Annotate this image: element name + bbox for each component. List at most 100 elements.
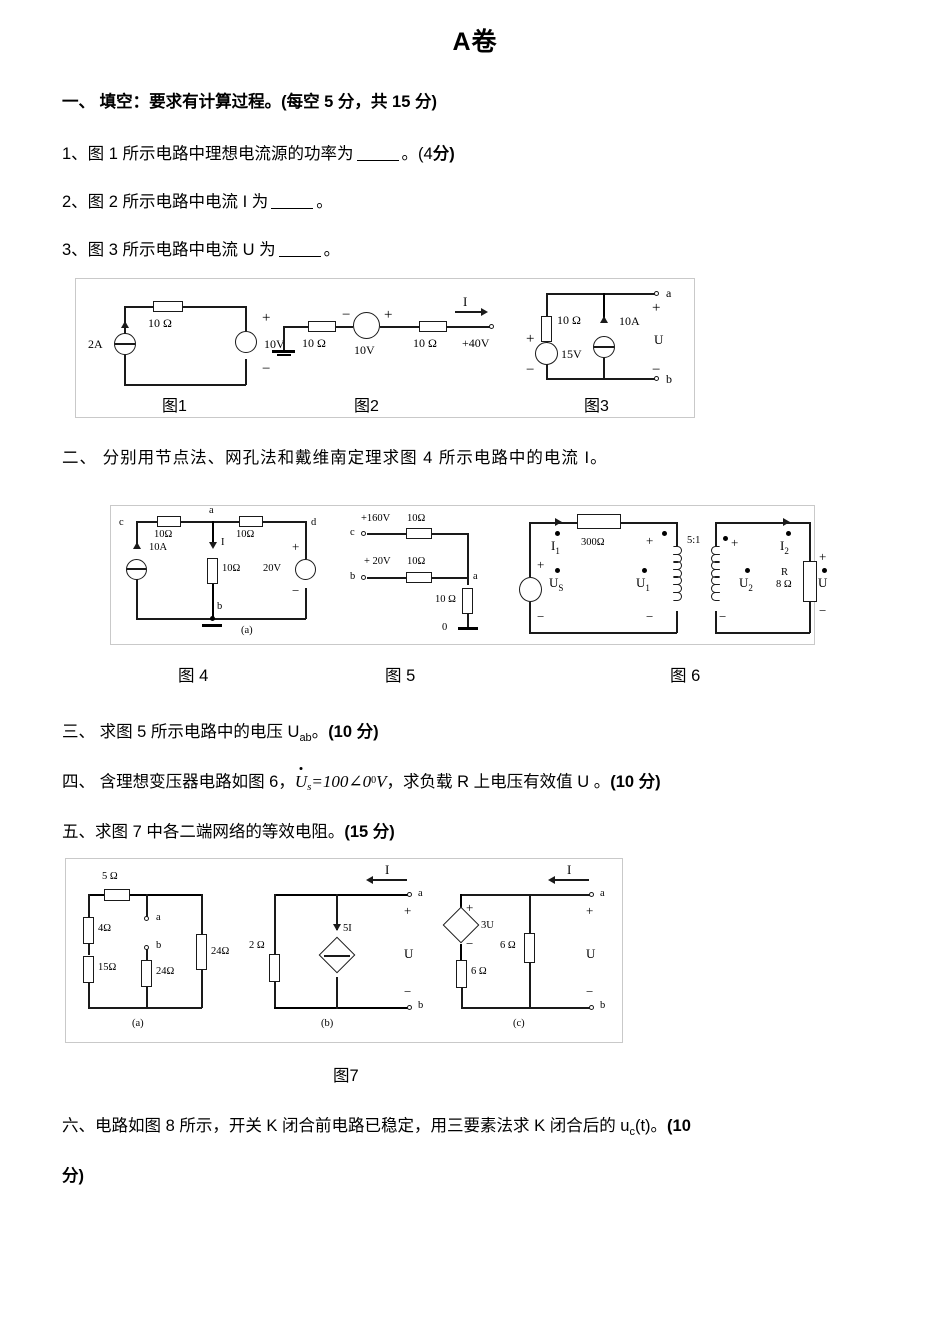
node-0-label: 0 xyxy=(442,622,448,633)
wire xyxy=(274,981,276,1009)
wire xyxy=(555,879,589,881)
subfigure-label-a: (a) xyxy=(132,1018,144,1029)
resistor-24ohm-right xyxy=(196,934,207,970)
section-five-points: (15 分) xyxy=(344,823,395,841)
terminal-a-label: a xyxy=(600,888,605,899)
resistor-label: 2 Ω xyxy=(249,940,265,951)
ground-icon xyxy=(272,350,295,353)
wire xyxy=(88,894,202,896)
section-six-points-a: (10 xyxy=(667,1117,691,1135)
wire xyxy=(461,1007,591,1009)
resistor-10ohm xyxy=(308,321,336,332)
terminal-node xyxy=(489,324,494,329)
resistor-4ohm xyxy=(83,917,94,944)
voltage-label-160v: +160V xyxy=(361,513,391,524)
voltage-source-20v xyxy=(295,559,316,580)
resistor-5ohm xyxy=(104,889,130,901)
source-bar xyxy=(324,955,350,957)
wire xyxy=(146,987,148,1008)
wire xyxy=(245,359,247,385)
polarity-minus: − xyxy=(466,936,474,951)
wire xyxy=(603,358,605,379)
resistor-10ohm xyxy=(153,301,183,312)
voltage-label: U xyxy=(404,946,414,961)
polarity-minus: − xyxy=(342,307,351,323)
figure-caption-4: 图 4 xyxy=(178,667,209,685)
polarity-minus: − xyxy=(646,609,654,624)
answer-blank-1[interactable] xyxy=(356,160,399,161)
section-four-text: 四、 含理想变压器电路如图 6，Us=100∠00V，求负载 R 上电压有效值 … xyxy=(62,768,661,793)
question-3-prefix: 3、图 3 所示电路中电流 U 为 xyxy=(62,241,276,259)
wire xyxy=(715,611,717,633)
polarity-minus: − xyxy=(652,362,661,378)
figure-caption-5: 图 5 xyxy=(385,667,416,685)
wire xyxy=(467,614,469,628)
wire xyxy=(124,355,126,385)
current-label: I xyxy=(385,862,390,877)
wire xyxy=(136,569,138,619)
resistor-label: 10 Ω xyxy=(557,313,581,327)
polarity-plus: + xyxy=(526,331,535,347)
source-label: 10V xyxy=(264,337,285,351)
ground-icon xyxy=(458,627,478,630)
source-label: 10V xyxy=(354,343,375,357)
section-six-text-b: (t)。 xyxy=(634,1117,668,1135)
section-two-text: 二、 分别用节点法、网孔法和戴维南定理求图 4 所示电路中的电流 I。 xyxy=(62,449,608,467)
polarity-minus: − xyxy=(526,362,535,378)
section-one-heading: 一、 填空：要求有计算过程。(每空 5 分，共 15 分) xyxy=(62,88,437,112)
resistor-300ohm xyxy=(577,514,621,529)
resistor-24ohm-mid xyxy=(141,960,152,987)
source-label: 10A xyxy=(619,314,640,328)
turns-ratio-label: 5:1 xyxy=(687,535,701,546)
current-arrow-icon xyxy=(600,316,608,323)
wire xyxy=(336,977,338,1009)
resistor-label: 10Ω xyxy=(154,529,173,540)
current-arrow-icon xyxy=(133,542,141,549)
section-one-heading-text: 一、 填空：要求有计算过程。 xyxy=(62,93,282,111)
resistor-2ohm xyxy=(269,954,280,982)
answer-blank-2[interactable] xyxy=(271,208,314,209)
terminal-a-label: a xyxy=(156,912,161,923)
answer-blank-3[interactable] xyxy=(278,256,321,257)
wire xyxy=(546,293,656,295)
polarity-plus: + xyxy=(384,307,393,323)
wire xyxy=(529,632,677,634)
source-label: 20V xyxy=(263,563,282,574)
transformer-primary-coil xyxy=(673,546,682,601)
wire xyxy=(124,306,126,333)
wire xyxy=(124,384,246,386)
section-three-text-a: 三、 求图 5 所示电路中的电压 U xyxy=(62,723,300,741)
junction-dot xyxy=(210,616,215,621)
ground-icon xyxy=(202,624,222,627)
load-value-label: 8 Ω xyxy=(776,579,792,590)
polarity-plus: + xyxy=(586,903,594,918)
wire xyxy=(529,962,531,1009)
polarity-plus: + xyxy=(646,533,654,548)
current-i2-label: I2 xyxy=(780,538,789,556)
wire xyxy=(546,293,548,317)
node-b-label: b xyxy=(217,601,223,612)
resistor-label: 6 Ω xyxy=(500,940,516,951)
wire xyxy=(88,894,90,919)
wire xyxy=(274,894,409,896)
phasor-dot xyxy=(555,568,560,573)
phasor-dot xyxy=(642,568,647,573)
terminal-b-label: b xyxy=(156,940,162,951)
resistor-label: 10 Ω xyxy=(302,336,326,350)
polarity-plus: + xyxy=(262,310,271,326)
resistor-load-r xyxy=(803,561,817,602)
voltage-label-20v: + 20V xyxy=(364,556,391,567)
terminal-a-label: a xyxy=(418,888,423,899)
section-six-text-a: 六、电路如图 8 所示，开关 K 闭合前电路已稳定，用三要素法求 K 闭合后的 … xyxy=(62,1117,630,1135)
wire xyxy=(447,326,491,328)
page-title: A卷 xyxy=(452,28,498,56)
resistor-label: 300Ω xyxy=(581,537,605,548)
wire xyxy=(603,293,605,323)
figure-box-3: 5 Ω 4Ω 15Ω 24Ω a b 24Ω (a) xyxy=(65,858,623,1043)
resistor-10ohm xyxy=(157,516,181,527)
wire xyxy=(676,611,678,633)
resistor-10ohm xyxy=(419,321,447,332)
terminal-a-node xyxy=(589,892,594,897)
wire xyxy=(305,521,307,559)
wire xyxy=(336,894,338,930)
